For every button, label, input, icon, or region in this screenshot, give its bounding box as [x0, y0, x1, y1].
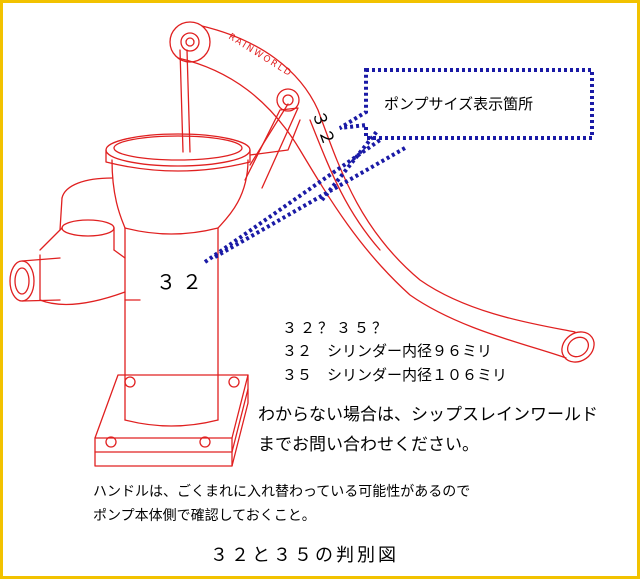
pump-cylinder [111, 159, 249, 427]
size-callout [203, 68, 594, 264]
callout-label: ポンプサイズ表示箇所 [384, 95, 534, 113]
piston-rod [179, 49, 191, 153]
body-size-number: ３２ [156, 270, 208, 294]
note-line-1: ハンドルは、ごくまれに入れ替わっている可能性があるので [93, 484, 471, 500]
handle-size-number: ３２ [307, 108, 339, 151]
size-line-32: ３２ シリンダー内径９６ミリ [282, 342, 493, 360]
pump-base [94, 374, 249, 467]
pump-top-rim [105, 133, 251, 172]
size-question: ３２？３５？ [282, 319, 391, 337]
pump-spout [9, 177, 126, 306]
pump-bracket [244, 88, 301, 189]
brand-text: RAINWORLD [226, 32, 294, 79]
support-line-2: までお問い合わせください。 [258, 435, 479, 455]
support-line-1: わからない場合は、シップスレインワールド [258, 405, 598, 425]
pump-handle [169, 21, 595, 363]
figure-caption: ３２と３５の判別図 [210, 545, 399, 566]
size-line-35: ３５ シリンダー内径１０６ミリ [282, 366, 508, 384]
note-line-2: ポンプ本体側で確認しておくこと。 [93, 508, 316, 524]
